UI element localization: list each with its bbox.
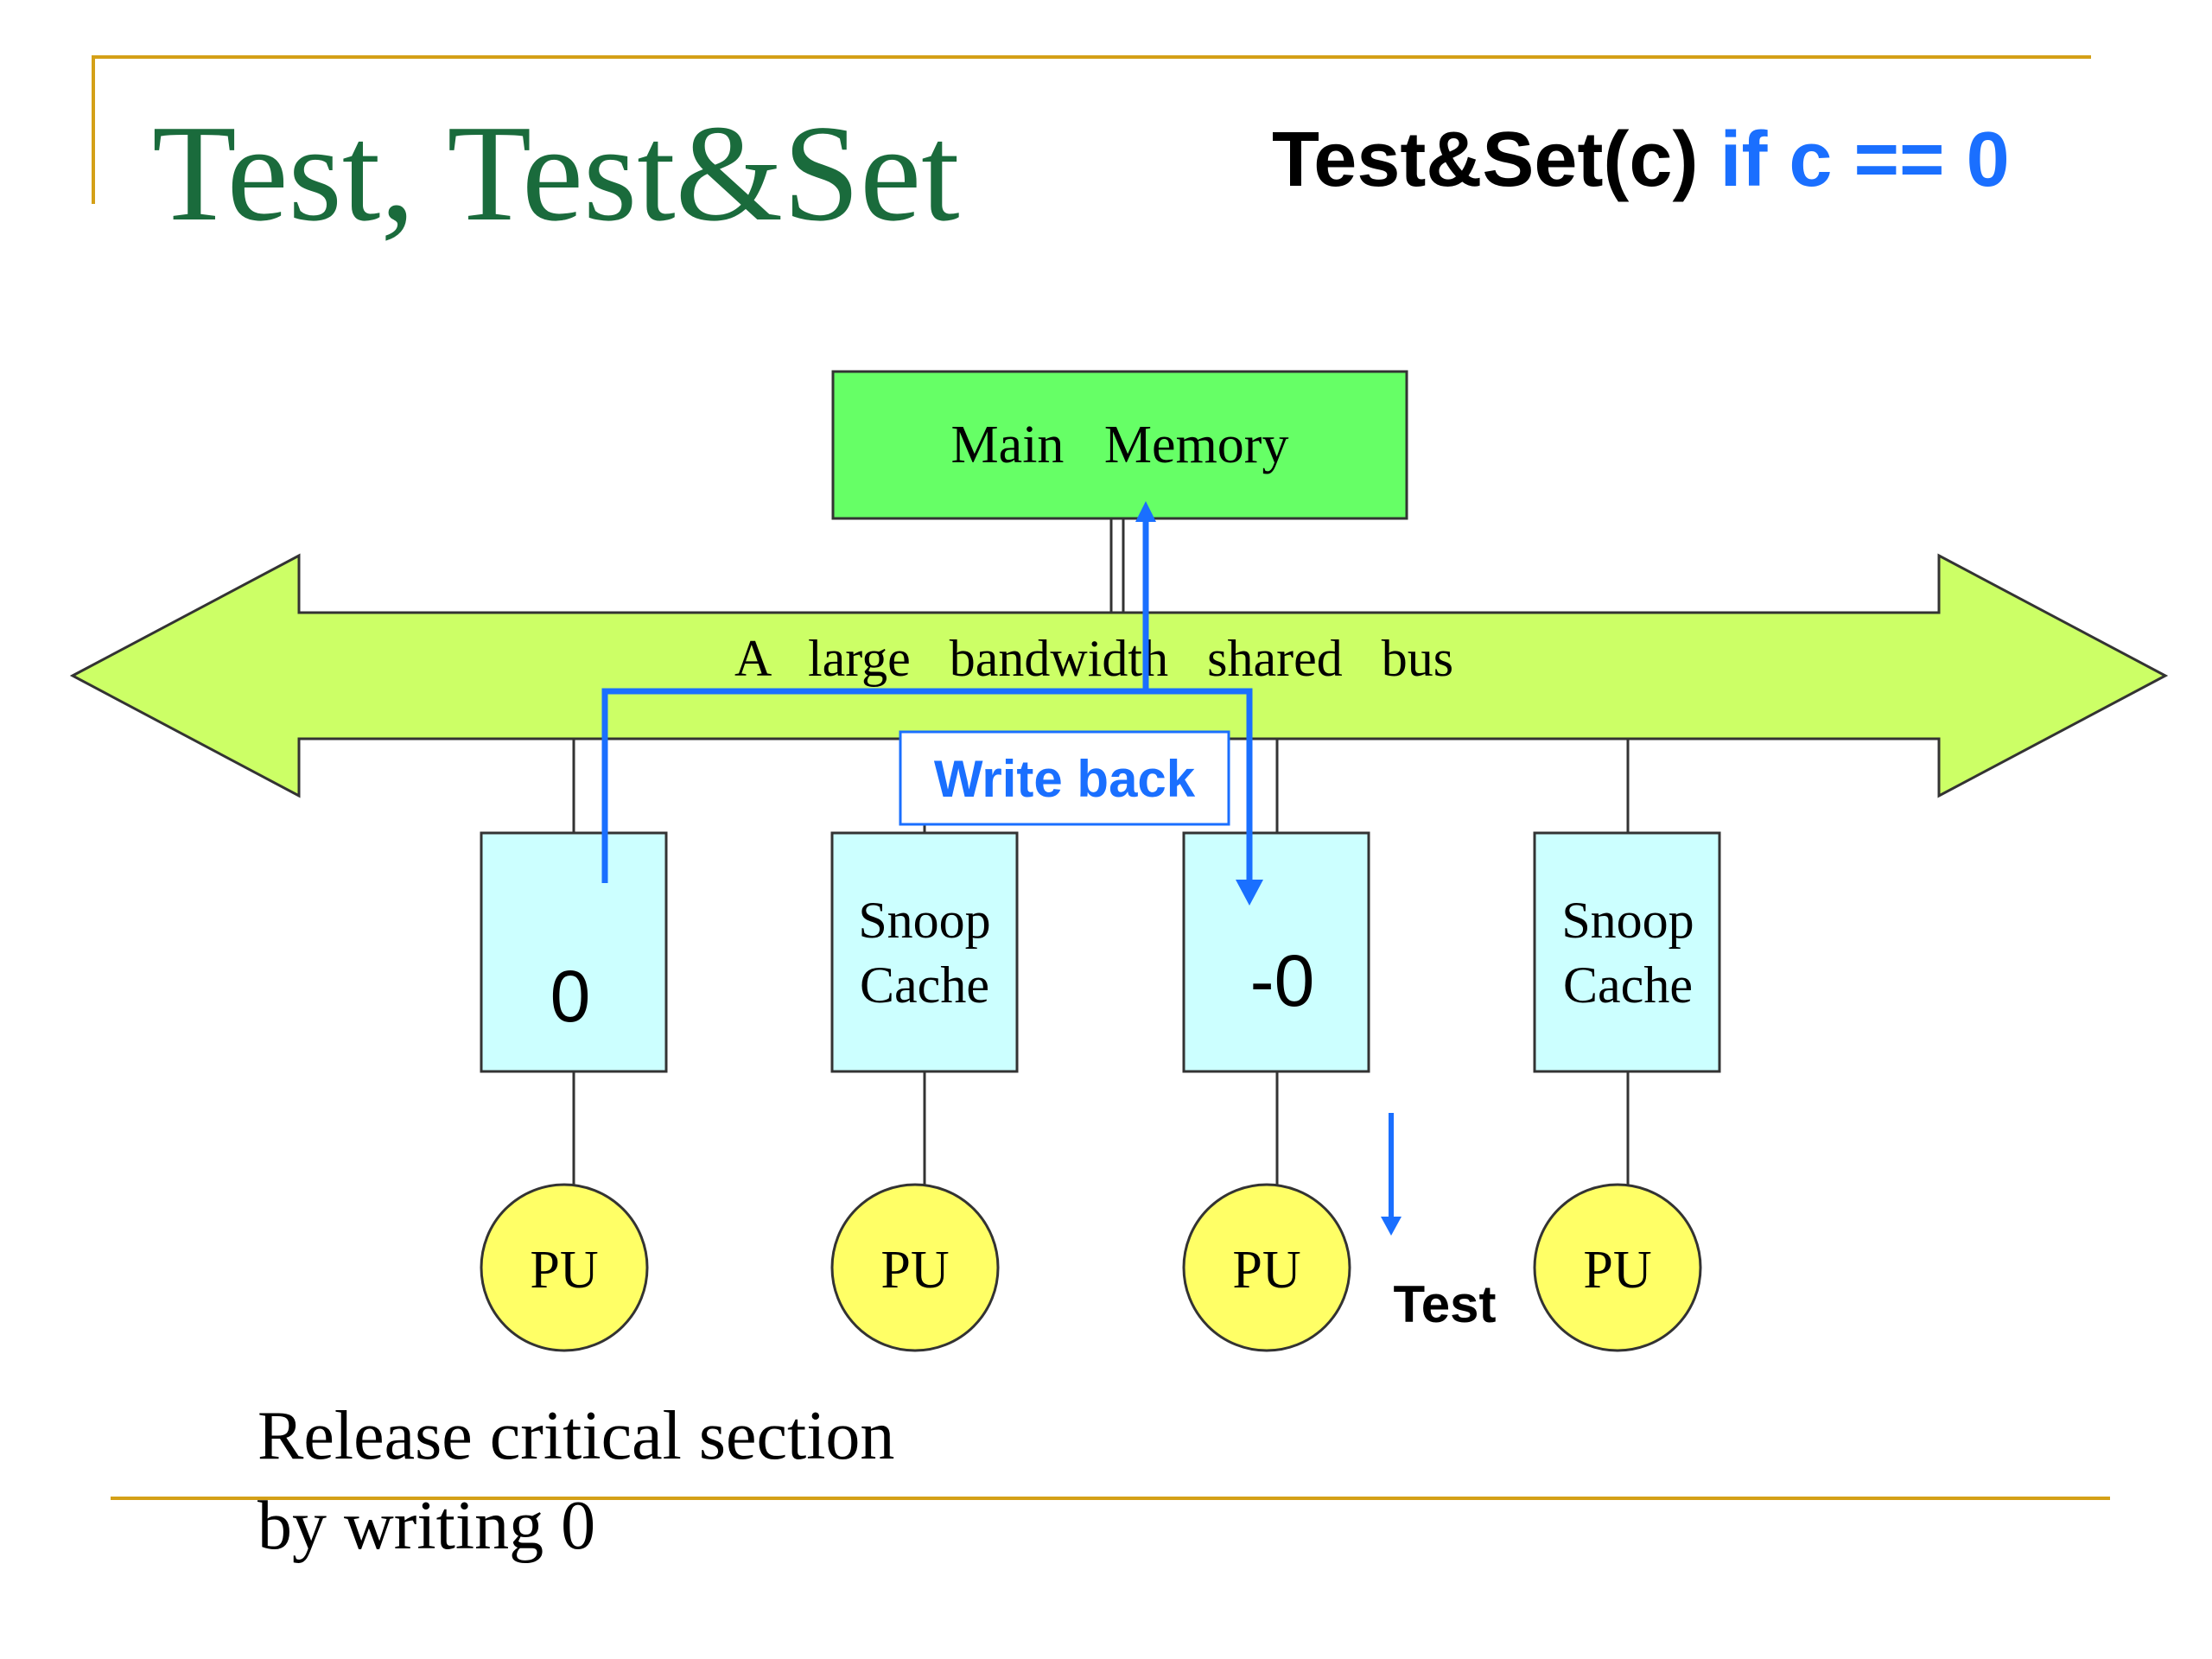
slide-title: Test, Test&Set — [152, 96, 960, 250]
pu-2 — [830, 1183, 1000, 1352]
pu-2-label: PU — [880, 1241, 949, 1300]
cache-2 — [830, 831, 1019, 1073]
cache-4 — [1533, 831, 1721, 1073]
write-back-path — [601, 688, 1253, 883]
test-label: Test — [1394, 1275, 1497, 1333]
write-back-arrowhead-down — [1236, 880, 1263, 906]
pu-1-label: PU — [530, 1241, 598, 1300]
pu-3-label: PU — [1232, 1241, 1300, 1300]
pu-4-label: PU — [1583, 1241, 1651, 1300]
formula-condition: if c == 0 — [1719, 117, 2010, 203]
release-line-2: by writing 0 — [257, 1488, 596, 1564]
cache-2-label-line2: Cache — [860, 957, 989, 1014]
cache-3 — [1182, 831, 1370, 1073]
pu-4 — [1533, 1183, 1702, 1352]
cache-3-value: -0 — [1250, 940, 1315, 1021]
cache-1-value: 0 — [550, 956, 591, 1037]
release-note: Release critical section by writing 0 — [257, 1391, 894, 1571]
test-arrowhead — [1381, 1217, 1402, 1236]
write-back-arrowhead-up — [1135, 501, 1156, 522]
test-and-set-formula: Test&Set(c) if c == 0 — [1272, 121, 2010, 199]
shared-bus-arrow — [69, 553, 2169, 798]
write-back-label-box — [899, 730, 1230, 826]
release-line-1: Release critical section — [257, 1398, 895, 1474]
formula-prefix: Test&Set(c) — [1272, 117, 1699, 203]
main-memory-label: Main Memory — [951, 416, 1289, 474]
cache-4-label-line2: Cache — [1563, 957, 1693, 1014]
cache-1 — [480, 831, 668, 1073]
main-memory-box — [831, 370, 1408, 520]
write-back-label: Write back — [934, 750, 1196, 808]
pu-1 — [480, 1183, 649, 1352]
pu-3 — [1182, 1183, 1351, 1352]
cache-2-label-line1: Snoop — [858, 892, 990, 949]
bus-label: A large bandwidth shared bus — [734, 630, 1453, 687]
cache-4-label-line1: Snoop — [1561, 892, 1694, 949]
